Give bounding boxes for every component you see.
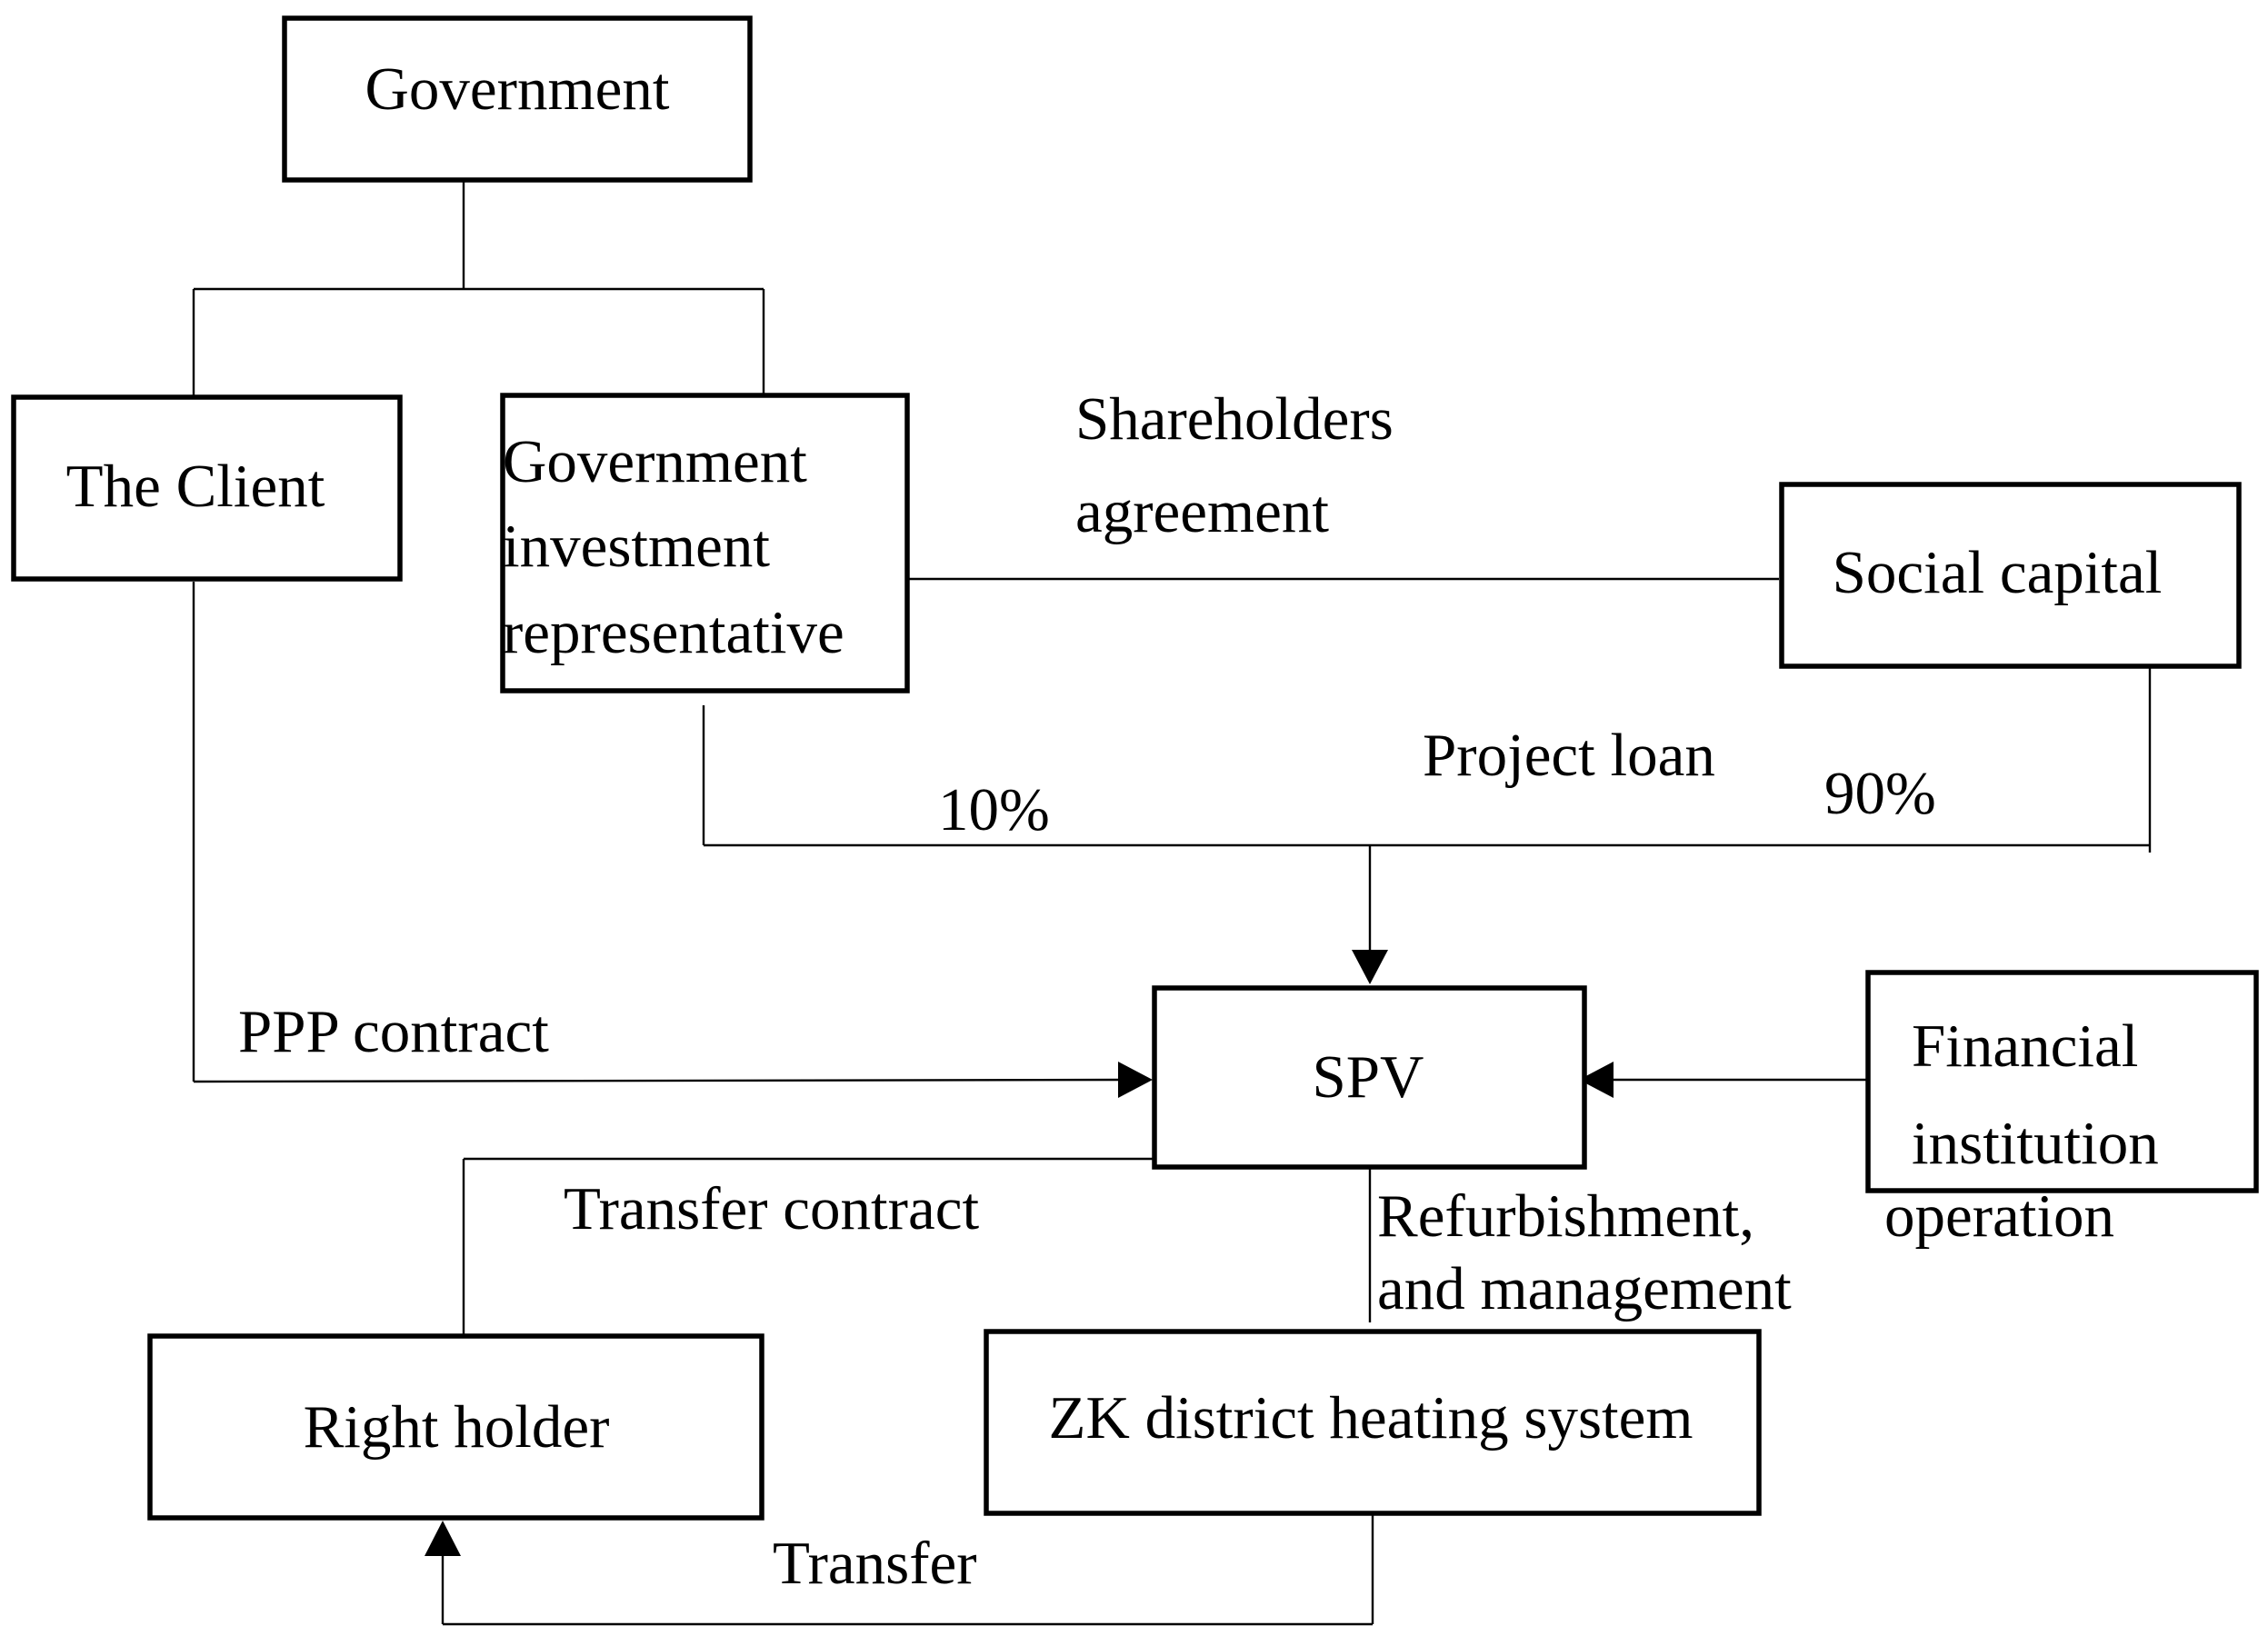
ppp-contract-label: PPP contract — [238, 998, 549, 1065]
financial-institution-box — [1865, 970, 2259, 1193]
ppp-contract-line — [193, 1078, 1124, 1083]
client-label: The Client — [66, 453, 325, 520]
financial-institution-label-line-2: institution — [1912, 1110, 2159, 1177]
spv-box — [1152, 985, 1587, 1170]
financial-institution-label-line-1: Financial — [1912, 1013, 2138, 1080]
share-social-label: 90% — [1824, 760, 1936, 827]
connectors — [192, 182, 2152, 1626]
nodes — [11, 15, 2259, 1521]
arrowheads — [425, 950, 1614, 1556]
refurbishment-label-line-2: and management — [1377, 1255, 1792, 1322]
project-loan-label: Project loan — [1423, 722, 1715, 789]
refurbishment-label-line-1: Refurbishment, — [1377, 1182, 1754, 1250]
arrow-transfer-into-right-holder — [425, 1521, 461, 1556]
spv-label: SPV — [1313, 1043, 1424, 1111]
arrow-ppp-into-spv — [1118, 1062, 1153, 1098]
share-gov-label: 10% — [938, 776, 1050, 843]
operation-label: operation — [1884, 1182, 2114, 1250]
edge-labels: Shareholders agreement Project loan 10% … — [238, 385, 2114, 1597]
transfer-contract-label: Transfer contract — [564, 1175, 979, 1242]
transfer-label: Transfer — [773, 1530, 977, 1597]
gov-rep-label-line-1: Government — [503, 428, 807, 495]
heating-system-label: ZK district heating system — [1049, 1384, 1694, 1451]
client-box — [11, 394, 403, 582]
government-label: Government — [365, 55, 670, 123]
social-capital-label: Social capital — [1833, 539, 2163, 606]
gov-rep-label-line-2: investment — [503, 513, 770, 580]
gov-rep-label-line-3: representative — [503, 599, 844, 666]
shareholders-agreement-label-line-2: agreement — [1075, 478, 1329, 545]
shareholders-agreement-label-line-1: Shareholders — [1075, 385, 1394, 453]
arrow-equity-into-spv — [1352, 950, 1388, 984]
social-capital-box — [1779, 482, 2242, 669]
government-box — [282, 15, 753, 183]
gov-rep-box — [500, 393, 910, 693]
arrow-financial-into-spv — [1579, 1062, 1614, 1098]
heating-system-box — [984, 1329, 1762, 1516]
right-holder-box — [147, 1333, 764, 1521]
node-labels: Government The Client Government investm… — [66, 55, 2163, 1461]
right-holder-label: Right holder — [304, 1393, 610, 1461]
